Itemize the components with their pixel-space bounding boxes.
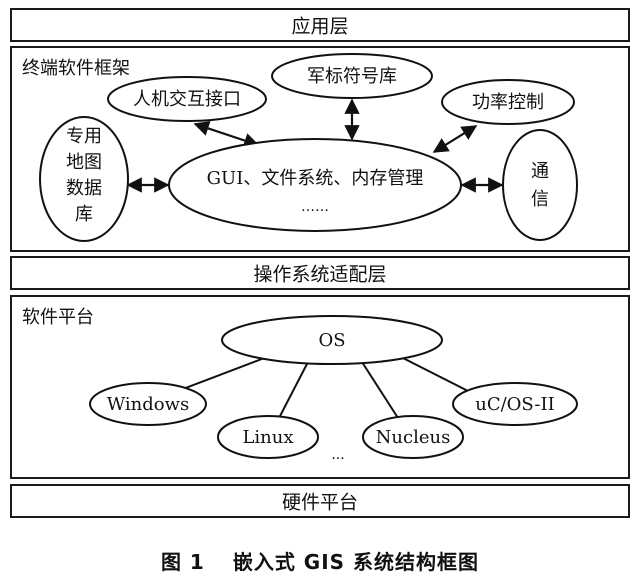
core-ellipse	[168, 138, 462, 232]
map-db-line-4: 库	[75, 204, 93, 225]
software-platform-label: 软件平台	[22, 307, 94, 328]
nucleus-ellipse	[362, 415, 464, 459]
map-db-line-2: 地图	[66, 152, 102, 173]
terminal-framework-label: 终端软件框架	[22, 58, 130, 79]
nucleus-text: Nucleus	[376, 427, 451, 448]
hci-ellipse	[107, 76, 267, 122]
linux-text: Linux	[242, 427, 293, 448]
application-layer: 应用层	[10, 8, 630, 42]
map-db-line-3: 数据	[66, 178, 102, 199]
figure-caption: 图 1 嵌入式 GIS 系统结构框图	[0, 546, 640, 575]
communication-line-2: 信	[531, 189, 549, 210]
hci-text: 人机交互接口	[133, 89, 241, 110]
hardware-platform-label: 硬件平台	[281, 491, 358, 514]
ucos-ellipse	[452, 382, 578, 426]
map-db-ellipse	[39, 116, 129, 242]
core-more-text: ……	[301, 199, 329, 215]
core-text: GUI、文件系统、内存管理	[207, 168, 424, 189]
hardware-platform-layer: 硬件平台	[10, 484, 630, 518]
os-adaptation-label: 操作系统适配层	[253, 263, 387, 286]
line-os-ucos	[394, 353, 471, 393]
application-layer-label: 应用层	[291, 15, 349, 38]
arrow-power-core	[432, 125, 478, 153]
windows-ellipse	[89, 382, 207, 426]
line-os-linux	[278, 361, 309, 419]
power-control-ellipse	[441, 79, 575, 125]
os-text: OS	[318, 330, 345, 351]
line-os-nucleus	[361, 361, 399, 419]
communication-line-1: 通	[531, 161, 549, 182]
communication-ellipse	[502, 129, 578, 241]
linux-ellipse	[217, 415, 319, 459]
military-symbols-ellipse	[271, 53, 433, 99]
ucos-text: uC/OS-II	[475, 394, 554, 415]
os-adaptation-layer: 操作系统适配层	[10, 256, 630, 290]
line-os-windows	[174, 353, 276, 393]
figure-title: 嵌入式 GIS 系统结构框图	[232, 550, 480, 574]
arrow-hci-core	[193, 121, 260, 148]
platform-more-text: ...	[331, 447, 344, 463]
windows-text: Windows	[107, 394, 190, 415]
power-control-text: 功率控制	[472, 92, 544, 113]
os-ellipse	[221, 315, 443, 365]
map-db-line-1: 专用	[66, 126, 102, 147]
military-symbols-text: 军标符号库	[307, 66, 397, 87]
figure-number: 图 1	[160, 550, 205, 574]
